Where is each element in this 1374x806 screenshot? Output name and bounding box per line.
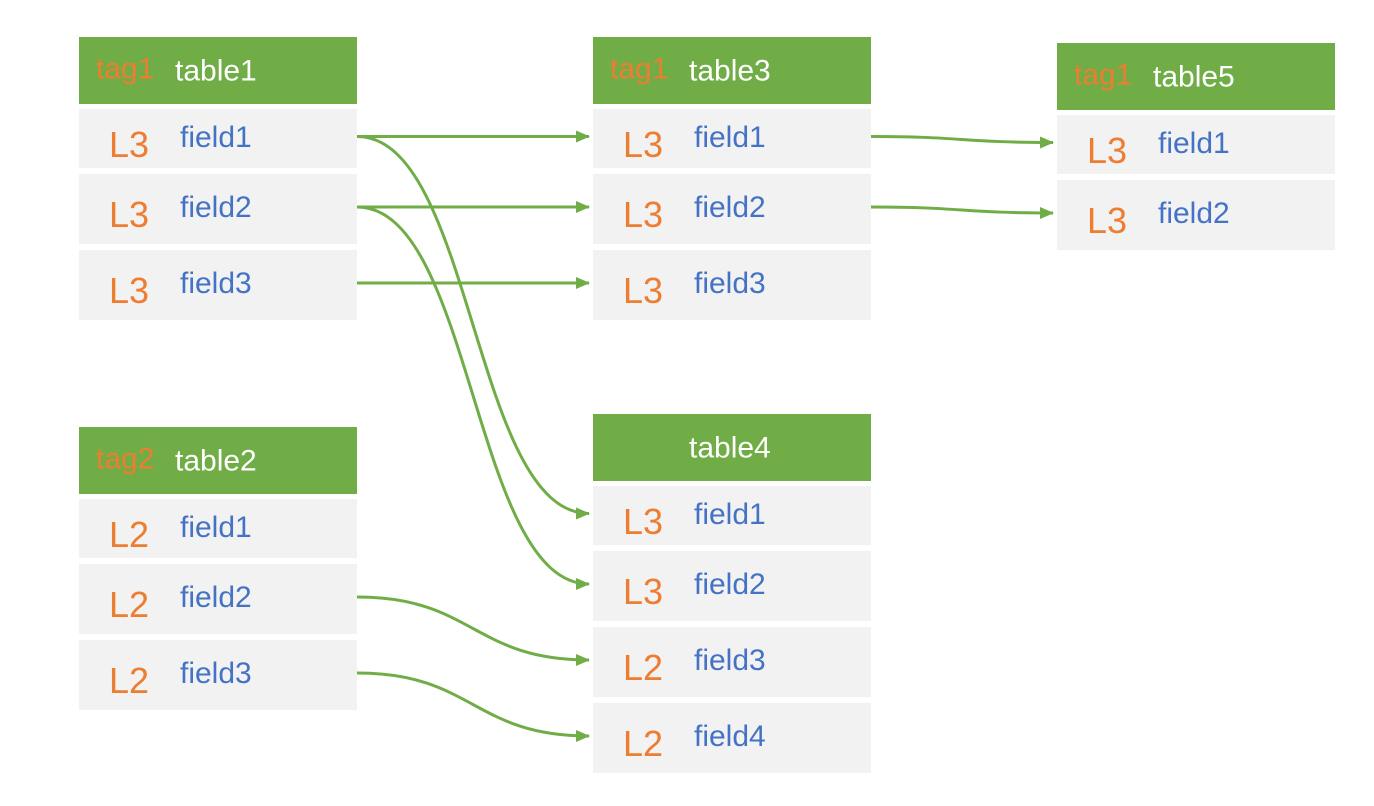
field-name: field2: [694, 191, 766, 224]
field-name: field3: [694, 644, 766, 677]
field-row: L3 field1: [593, 486, 871, 545]
lineage-arrow: [870, 205, 1054, 219]
field-name: field3: [694, 267, 766, 300]
table-header: tag1 table5: [1057, 43, 1335, 110]
field-row: L2 field1: [79, 499, 357, 558]
field-name: field2: [1158, 197, 1230, 230]
lineage-arrow: [356, 135, 590, 520]
table-name: table2: [175, 444, 257, 478]
field-name: field1: [694, 497, 766, 531]
field-name: field1: [180, 510, 252, 544]
field-row: L3 field2: [1057, 180, 1335, 250]
field-level: L2: [109, 513, 150, 555]
table-card: tag2 table2 L2 field1 L2 field2 L2 field…: [79, 427, 357, 710]
field-row: L3 field1: [593, 109, 871, 168]
field-name: field3: [180, 267, 252, 300]
field-level: L2: [109, 584, 150, 625]
field-level: L3: [623, 123, 664, 165]
field-level: L3: [1087, 200, 1128, 241]
field-level: L3: [623, 270, 664, 311]
table-name: table3: [689, 54, 771, 88]
table-card: tag1 table1 L3 field1 L3 field2 L3 field…: [79, 37, 357, 320]
field-row: L3 field2: [593, 174, 871, 244]
field-level: L3: [623, 500, 664, 542]
lineage-arrow: [870, 135, 1054, 149]
field-name: field1: [180, 120, 252, 154]
field-level: L3: [109, 123, 150, 165]
field-name: field2: [180, 191, 252, 224]
field-row: L2 field4: [593, 703, 871, 773]
field-name: field1: [1158, 126, 1230, 160]
table-tag: tag1: [1074, 58, 1133, 91]
field-row: L2 field3: [593, 627, 871, 697]
field-level: L3: [109, 270, 150, 311]
lineage-arrow: [356, 205, 590, 590]
table-header: tag2 table2: [79, 427, 357, 494]
field-level: L3: [623, 194, 664, 235]
field-name: field3: [180, 657, 252, 690]
lineage-arrow: [356, 671, 590, 742]
table-name: table4: [689, 431, 771, 465]
field-level: L2: [623, 723, 664, 764]
field-name: field2: [694, 568, 766, 601]
field-row: L3 field3: [593, 250, 871, 320]
field-level: L3: [1087, 129, 1128, 171]
field-row: L3 field2: [79, 174, 357, 244]
field-level: L2: [109, 660, 150, 701]
field-level: L2: [623, 647, 664, 688]
table-name: table5: [1153, 60, 1235, 94]
field-name: field2: [180, 581, 252, 614]
field-row: L3 field3: [79, 250, 357, 320]
table-tag: tag1: [96, 52, 155, 85]
table-header: tag1 table3: [593, 37, 871, 104]
field-row: L3 field2: [593, 551, 871, 621]
field-row: L2 field2: [79, 564, 357, 634]
table-header: tag1 table1: [79, 37, 357, 104]
table-tag: tag2: [96, 442, 155, 475]
field-level: L3: [109, 194, 150, 235]
field-row: L2 field3: [79, 640, 357, 710]
table-header: table4: [593, 414, 871, 481]
field-name: field1: [694, 120, 766, 154]
table-name: table1: [175, 54, 257, 88]
table-card: table4 L3 field1 L3 field2 L2 field3 L2 …: [593, 414, 871, 773]
field-row: L3 field1: [1057, 115, 1335, 174]
field-name: field4: [694, 720, 766, 753]
field-row: L3 field1: [79, 109, 357, 168]
field-level: L3: [623, 571, 664, 612]
table-card: tag1 table5 L3 field1 L3 field2: [1057, 43, 1335, 250]
table-card: tag1 table3 L3 field1 L3 field2 L3 field…: [593, 37, 871, 320]
lineage-arrow: [356, 595, 590, 666]
table-tag: tag1: [610, 52, 669, 85]
